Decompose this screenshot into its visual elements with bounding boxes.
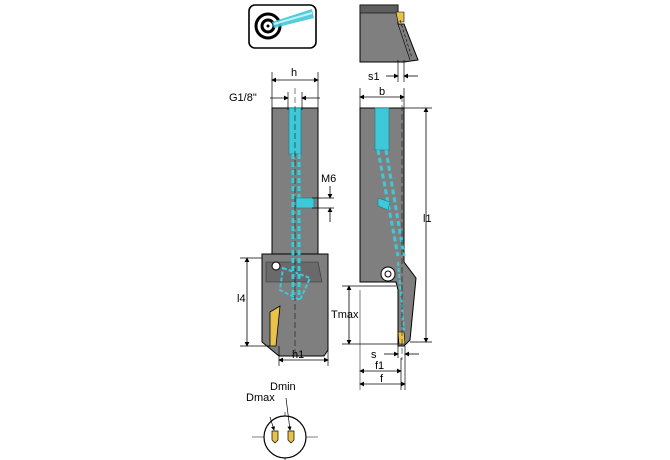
label-h: h xyxy=(291,67,297,79)
label-dmax: Dmax xyxy=(246,392,275,404)
dimension-l1 xyxy=(404,107,432,343)
label-h1: h1 xyxy=(292,349,304,361)
label-b: b xyxy=(379,86,385,98)
front-view xyxy=(261,88,329,357)
side-view xyxy=(359,96,417,360)
dimension-h1 xyxy=(278,346,329,366)
dimension-tmax xyxy=(342,285,398,345)
dimension-b xyxy=(359,88,405,108)
dimension-s xyxy=(384,346,419,358)
dimension-m6 xyxy=(312,186,334,222)
label-s1: s1 xyxy=(368,71,380,83)
label-dmin: Dmin xyxy=(270,381,296,393)
dimension-l4 xyxy=(240,257,270,347)
dimension-g18 xyxy=(270,92,320,110)
label-thread-m6: M6 xyxy=(321,173,336,185)
label-thread-g18: G1/8" xyxy=(229,92,257,104)
label-f1: f1 xyxy=(375,360,384,372)
dimension-s1 xyxy=(386,60,418,82)
diameter-detail xyxy=(252,397,318,460)
label-f: f xyxy=(380,373,384,385)
label-l1: l1 xyxy=(423,213,432,225)
top-view xyxy=(359,4,419,63)
label-l4: l4 xyxy=(237,293,246,305)
label-s: s xyxy=(371,349,377,361)
internal-coolant-icon xyxy=(248,4,317,49)
label-tmax: Tmax xyxy=(331,309,359,321)
dimension-f xyxy=(359,358,406,390)
dimension-h xyxy=(271,72,319,108)
